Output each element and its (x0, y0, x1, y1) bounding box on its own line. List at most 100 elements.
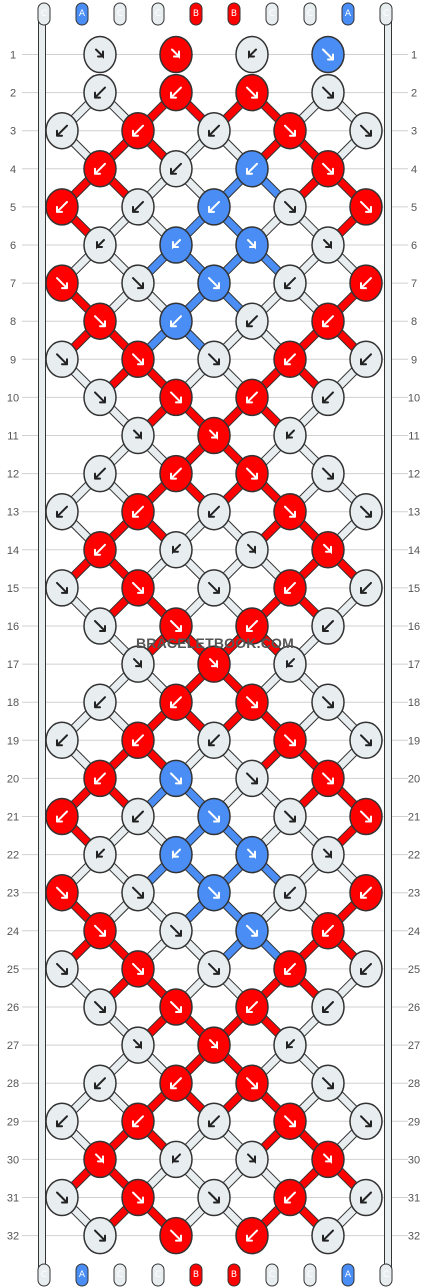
direction-arrow-icon (208, 277, 220, 290)
knot (159, 35, 193, 74)
knot (197, 188, 231, 226)
strand-letter: A (345, 1270, 352, 1280)
direction-arrow-icon (246, 1001, 258, 1013)
knot (311, 1140, 345, 1179)
strand-label-top: C (303, 2, 317, 26)
direction-arrow-icon (56, 505, 68, 518)
direction-arrow-icon (208, 962, 220, 975)
knot (349, 950, 383, 988)
direction-arrow-icon (170, 1229, 182, 1242)
row-number-right: 26 (408, 1002, 420, 1014)
knot (273, 797, 307, 836)
strand-cap (341, 2, 355, 26)
knot (197, 264, 231, 302)
knot (197, 1102, 231, 1141)
knot (235, 1140, 269, 1179)
knot (83, 378, 117, 417)
knot (83, 454, 117, 493)
direction-arrow-icon (247, 239, 256, 250)
strand-letter: C (41, 1270, 47, 1280)
strand-label-bottom: C (113, 1263, 127, 1287)
knots (45, 35, 383, 1255)
knot (159, 912, 193, 950)
knot (45, 950, 79, 988)
knot (159, 1064, 193, 1102)
knot (121, 721, 155, 760)
strand-letter: A (345, 9, 352, 19)
knot (311, 683, 345, 721)
strand-label-bottom: C (265, 1263, 279, 1287)
row-number-left: 21 (7, 812, 19, 824)
strand-label-top: C (37, 2, 51, 26)
direction-arrow-icon (95, 48, 104, 59)
knot (235, 1216, 269, 1255)
direction-arrow-icon (96, 848, 105, 860)
knot (235, 150, 269, 188)
knot (273, 873, 307, 912)
direction-arrow-icon (94, 1001, 106, 1013)
knot (197, 111, 231, 150)
knot (235, 835, 269, 874)
direction-arrow-icon (246, 696, 258, 709)
knot (45, 721, 79, 760)
direction-arrow-icon (322, 924, 334, 937)
direction-arrow-icon (132, 124, 144, 137)
knot (235, 1064, 269, 1102)
row-number-right: 15 (408, 583, 420, 595)
direction-arrow-icon (208, 581, 220, 594)
direction-arrow-icon (323, 239, 332, 250)
knot (159, 378, 193, 417)
direction-arrow-icon (132, 734, 144, 747)
strand-cap (227, 2, 241, 26)
direction-arrow-icon (246, 467, 258, 480)
row-number-right: 28 (408, 1078, 420, 1090)
knot (311, 988, 345, 1026)
row-number-left: 22 (7, 850, 19, 862)
direction-arrow-icon (248, 48, 257, 59)
direction-arrow-icon (170, 772, 182, 785)
knot (235, 226, 269, 264)
row-number-right: 29 (408, 1116, 420, 1128)
knot (121, 111, 155, 150)
direction-arrow-icon (322, 48, 334, 61)
row-number-left: 8 (10, 316, 16, 328)
direction-arrow-icon (322, 696, 334, 709)
row-number-right: 18 (408, 697, 420, 709)
strand-cap (341, 1263, 355, 1287)
direction-arrow-icon (322, 1077, 334, 1090)
row-number-right: 30 (408, 1154, 420, 1166)
direction-arrow-icon (246, 1077, 258, 1090)
direction-arrow-icon (246, 1229, 258, 1242)
direction-arrow-icon (94, 162, 106, 175)
knot (235, 607, 269, 645)
row-number-right: 9 (411, 354, 417, 366)
direction-arrow-icon (94, 467, 106, 480)
knot (121, 188, 155, 226)
strand-letter: C (383, 9, 389, 19)
row-number-right: 25 (408, 964, 420, 976)
knot (159, 226, 193, 264)
row-number-right: 22 (408, 850, 420, 862)
strand-cap (189, 2, 203, 26)
strand-cap (227, 1263, 241, 1287)
knot (83, 912, 117, 950)
knot (45, 340, 79, 379)
knot (159, 759, 193, 798)
direction-arrow-icon (284, 200, 296, 213)
row-number-right: 10 (408, 392, 420, 404)
direction-arrow-icon (322, 772, 334, 785)
direction-arrow-icon (360, 124, 372, 137)
direction-arrow-icon (360, 200, 372, 213)
direction-arrow-icon (56, 962, 68, 975)
strand-letter: B (193, 1270, 199, 1280)
direction-arrow-icon (170, 86, 182, 99)
direction-arrow-icon (170, 391, 182, 404)
direction-arrow-icon (208, 1191, 220, 1204)
strand-label-top: A (341, 2, 355, 26)
row-number-left: 18 (7, 697, 19, 709)
knot (311, 150, 345, 188)
strand-letter: B (193, 9, 199, 19)
direction-arrow-icon (132, 810, 144, 823)
knot (159, 302, 193, 340)
